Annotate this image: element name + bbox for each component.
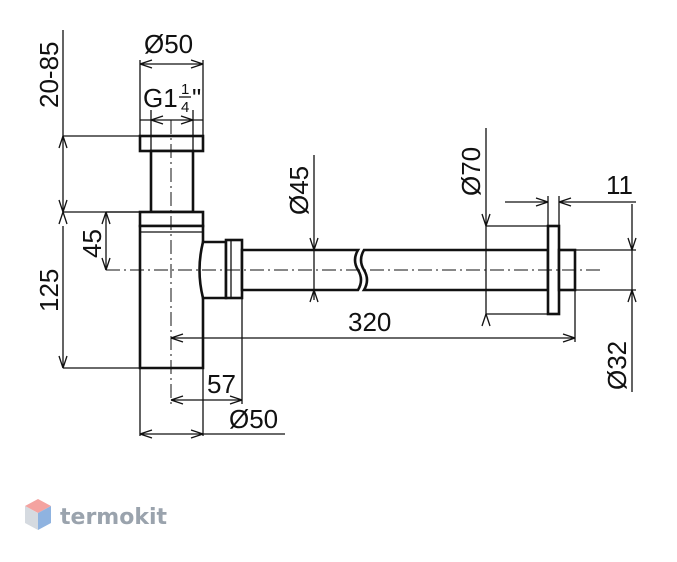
dimension-labels: 20-85 Ø50 G1 1 4 " 125 45 57 Ø50 Ø45 Ø70…	[34, 29, 633, 434]
thread-main: G1	[143, 83, 178, 113]
bottom-diameter-label: Ø50	[229, 404, 278, 434]
thread-label: G1 1 4 "	[143, 81, 201, 116]
dimension-lines	[58, 30, 637, 439]
flange-diameter-label: Ø70	[456, 147, 486, 196]
thread-fraction-numerator: 1	[181, 81, 189, 98]
top-diameter-label: Ø50	[144, 29, 193, 59]
brand-name: termokit	[60, 505, 167, 530]
logo-icon	[25, 499, 51, 530]
wall-pipe-diameter-label: Ø32	[602, 341, 632, 390]
brand-logo: termokit	[25, 499, 167, 530]
vertical-tube	[149, 149, 195, 214]
outlet-offset-label: 57	[207, 369, 236, 399]
body-height-label: 125	[34, 269, 64, 312]
outlet-nut	[224, 238, 244, 300]
pipe-diameter-label: Ø45	[284, 166, 314, 215]
outlet-height-label: 45	[77, 229, 107, 258]
siphon-geometry	[106, 120, 600, 404]
height-range-label: 20-85	[34, 42, 64, 109]
thread-fraction-denominator: 4	[181, 99, 189, 116]
flange-thickness-label: 11	[606, 170, 633, 200]
thread-inch-mark: "	[192, 83, 201, 113]
length-label: 320	[348, 307, 391, 337]
